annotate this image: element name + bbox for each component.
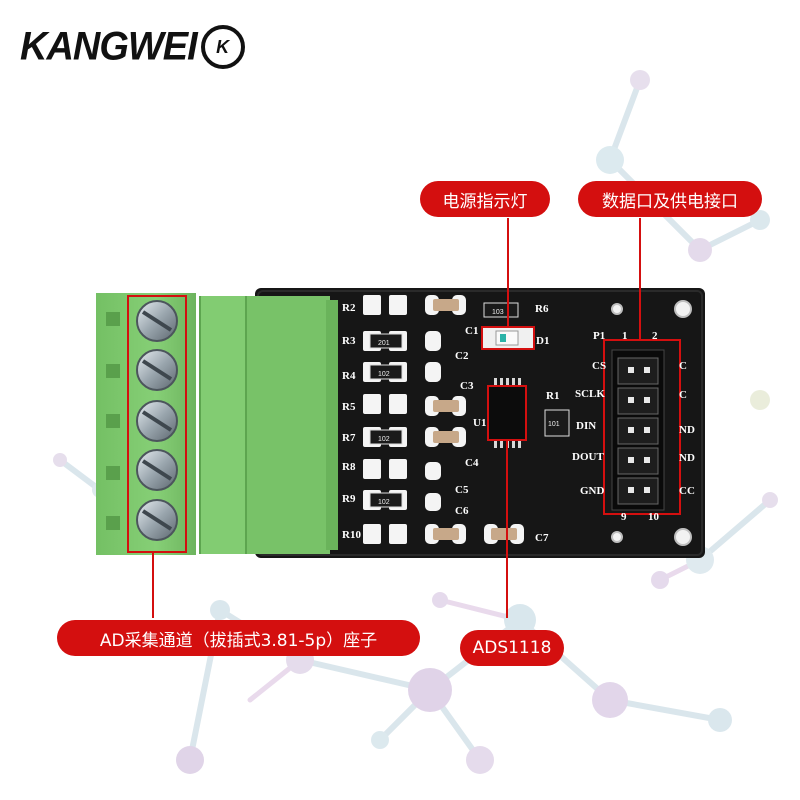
- brand-emblem-letters: K: [216, 36, 230, 57]
- silk-pin10: 10: [648, 511, 660, 523]
- silk-pin-cs: CS: [592, 360, 606, 372]
- brand-name: KANGWEI: [20, 24, 198, 69]
- smd-code-103: 103: [492, 309, 504, 316]
- silk-p1: P1: [593, 330, 605, 342]
- silk-pin-right-1: C: [679, 360, 687, 372]
- silk-c3: C3: [460, 380, 474, 392]
- terminal-screws: [136, 300, 178, 541]
- silk-d1: D1: [536, 335, 549, 347]
- silk-c6: C6: [455, 505, 469, 517]
- silk-c5: C5: [455, 484, 469, 496]
- silk-c4: C4: [465, 457, 479, 469]
- silk-r9: R9: [342, 493, 356, 505]
- silk-pin-right-2: C: [679, 389, 687, 401]
- smd-code-201: 201: [378, 340, 390, 347]
- brand-logo: KANGWEI K: [20, 22, 245, 72]
- silk-r6: R6: [535, 303, 549, 315]
- capacitors: [425, 295, 524, 544]
- silk-c2: C2: [455, 350, 469, 362]
- silk-c1: C1: [465, 325, 478, 337]
- pin-header-p1: [603, 339, 681, 515]
- silk-u1: U1: [473, 417, 486, 429]
- silk-pin-gnd: GND: [580, 485, 605, 497]
- callout-data-port: 数据口及供电接口: [578, 181, 762, 217]
- smd-code-102-c: 102: [378, 499, 390, 506]
- brand-emblem-icon: K: [200, 25, 245, 69]
- silk-r2: R2: [342, 302, 356, 314]
- power-led-d1: [481, 326, 535, 350]
- silk-pin-dout: DOUT: [572, 451, 604, 463]
- silk-pin-right-4: ND: [679, 452, 695, 464]
- callout-leader-lines: [152, 218, 641, 618]
- ads1118-chip: [487, 378, 527, 448]
- silk-c7: C7: [535, 532, 549, 544]
- smd-code-102-a: 102: [378, 371, 390, 378]
- silk-pin-din: DIN: [576, 420, 596, 432]
- silk-pin-right-5: CC: [679, 485, 695, 497]
- silk-r10: R10: [342, 529, 361, 541]
- silk-r7: R7: [342, 432, 356, 444]
- mounting-holes: [611, 300, 692, 546]
- silk-pin2: 2: [652, 330, 658, 342]
- terminal-block: [96, 293, 338, 555]
- silk-r5: R5: [342, 401, 356, 413]
- silk-pin1: 1: [622, 330, 628, 342]
- silk-pin9: 9: [621, 511, 627, 523]
- callout-ad-channel: AD采集通道（拔插式3.81-5p）座子: [57, 620, 420, 656]
- silk-pin-right-3: ND: [679, 424, 695, 436]
- silk-r3: R3: [342, 335, 356, 347]
- smd-code-102-b: 102: [378, 436, 390, 443]
- resistors: [369, 302, 570, 508]
- callout-chip: ADS1118: [460, 630, 564, 666]
- silk-pin-sclk: SCLK: [575, 388, 605, 400]
- smd-code-101: 101: [548, 421, 560, 428]
- silk-r8: R8: [342, 461, 356, 473]
- silk-r1: R1: [546, 390, 559, 402]
- silk-r4: R4: [342, 370, 356, 382]
- callout-power-led: 电源指示灯: [420, 181, 550, 217]
